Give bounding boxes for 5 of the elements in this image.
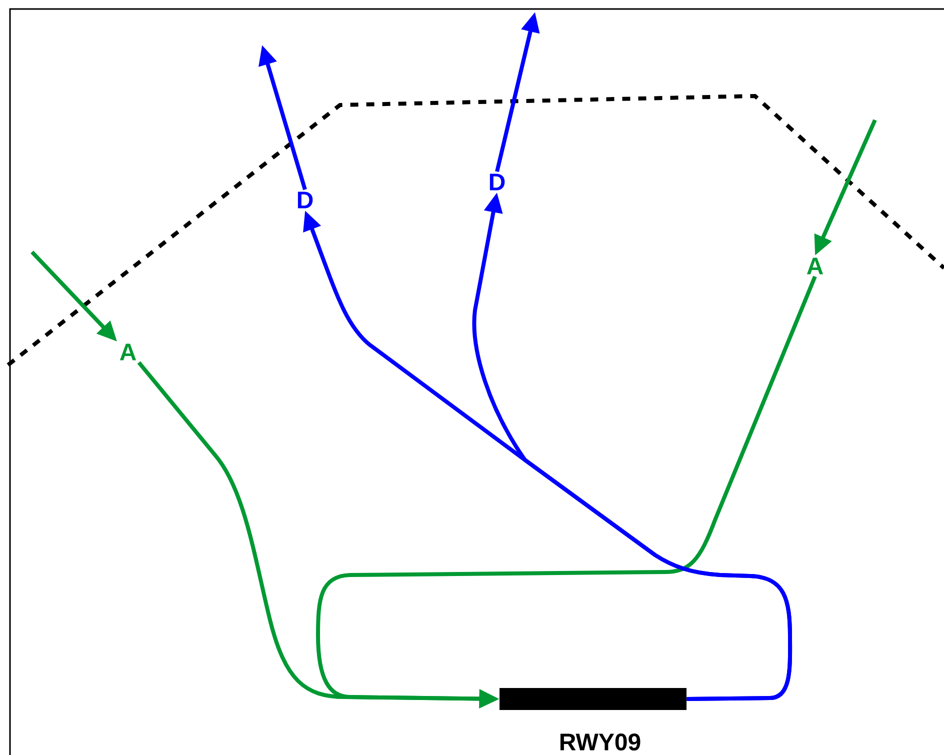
waypoint-label: A (120, 344, 136, 360)
runway-label: RWY09 (560, 734, 640, 750)
waypoint-label: D (298, 192, 313, 208)
waypoint-label: D (490, 174, 505, 190)
waypoint-label: A (806, 258, 824, 274)
